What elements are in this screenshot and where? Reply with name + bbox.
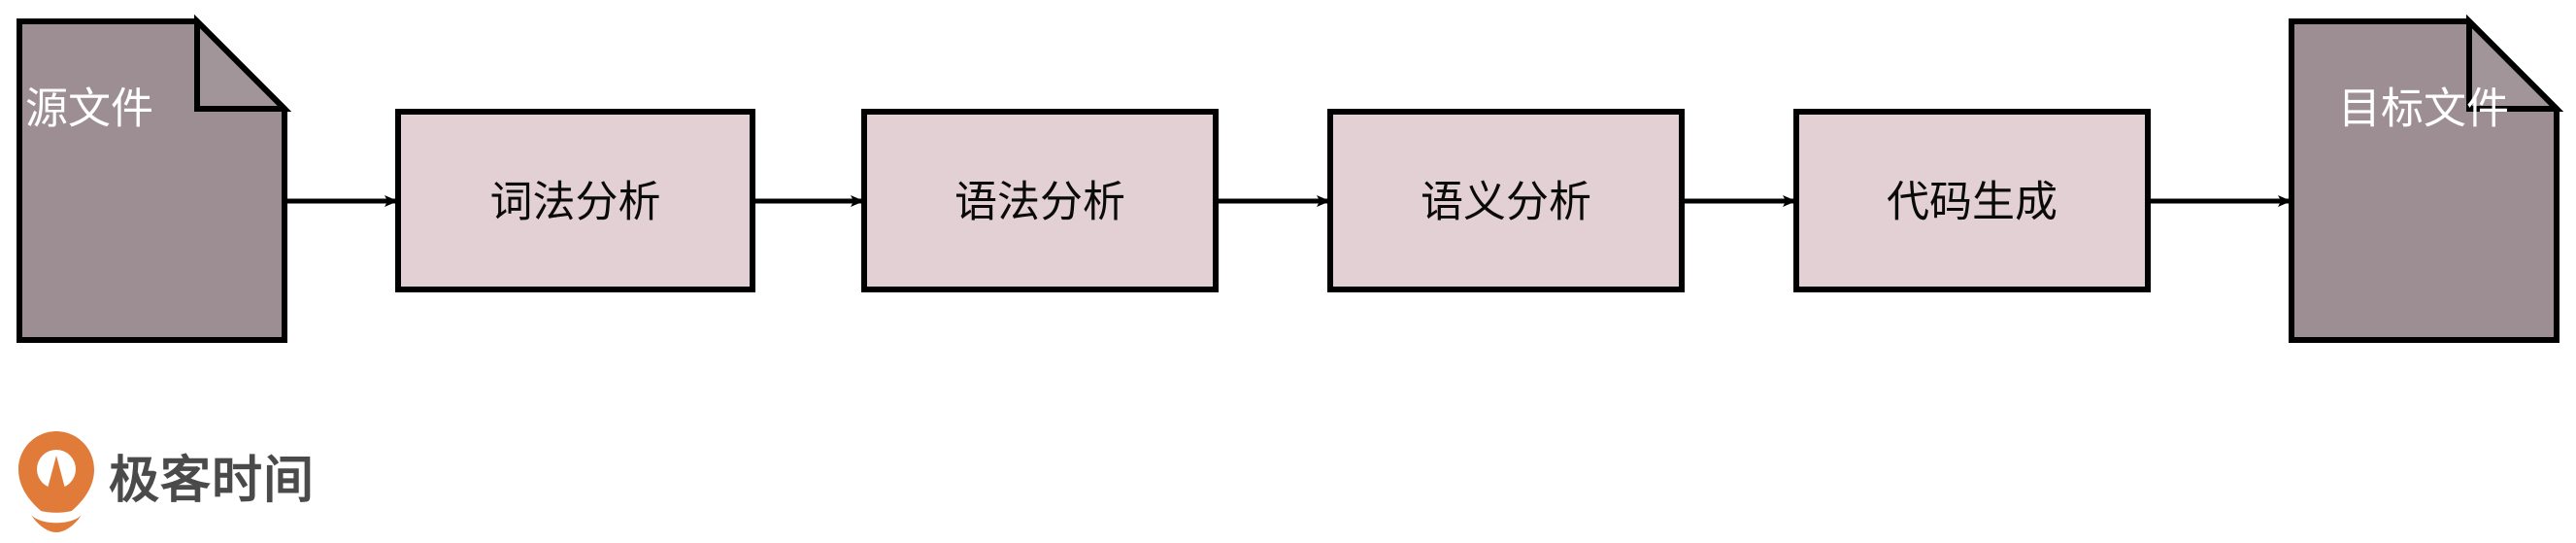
semantic-analysis-label: 语义分析 [1421, 178, 1591, 227]
code-generation-label: 代码生成 [1887, 178, 2057, 227]
node-syntax-analysis[interactable]: 语法分析 [861, 109, 1219, 292]
source-file-fold-icon [194, 14, 292, 112]
lexical-analysis-box [395, 109, 755, 292]
syntax-analysis-label: 语法分析 [954, 178, 1125, 227]
node-source-file[interactable]: 源文件 [17, 14, 292, 343]
syntax-analysis-box [861, 109, 1219, 292]
code-generation-box [1793, 109, 2151, 292]
source-file-label: 源文件 [25, 85, 153, 134]
node-semantic-analysis[interactable]: 语义分析 [1327, 109, 1685, 292]
node-lexical-analysis[interactable]: 词法分析 [395, 109, 755, 292]
watermark-logo: 极客时间 [18, 431, 315, 532]
node-code-generation[interactable]: 代码生成 [1793, 109, 2151, 292]
target-file-label: 目标文件 [2338, 85, 2509, 134]
lexical-analysis-label: 词法分析 [490, 178, 661, 227]
geektime-pin-logo-icon [18, 431, 94, 532]
target-file-fold-icon [2466, 14, 2564, 112]
pin-bottom-tip [31, 515, 82, 532]
pin-needle-shape [45, 456, 68, 499]
brand-name-text: 极客时间 [109, 452, 315, 510]
node-target-file[interactable]: 目标文件 [2289, 14, 2564, 343]
semantic-analysis-box [1327, 109, 1685, 292]
